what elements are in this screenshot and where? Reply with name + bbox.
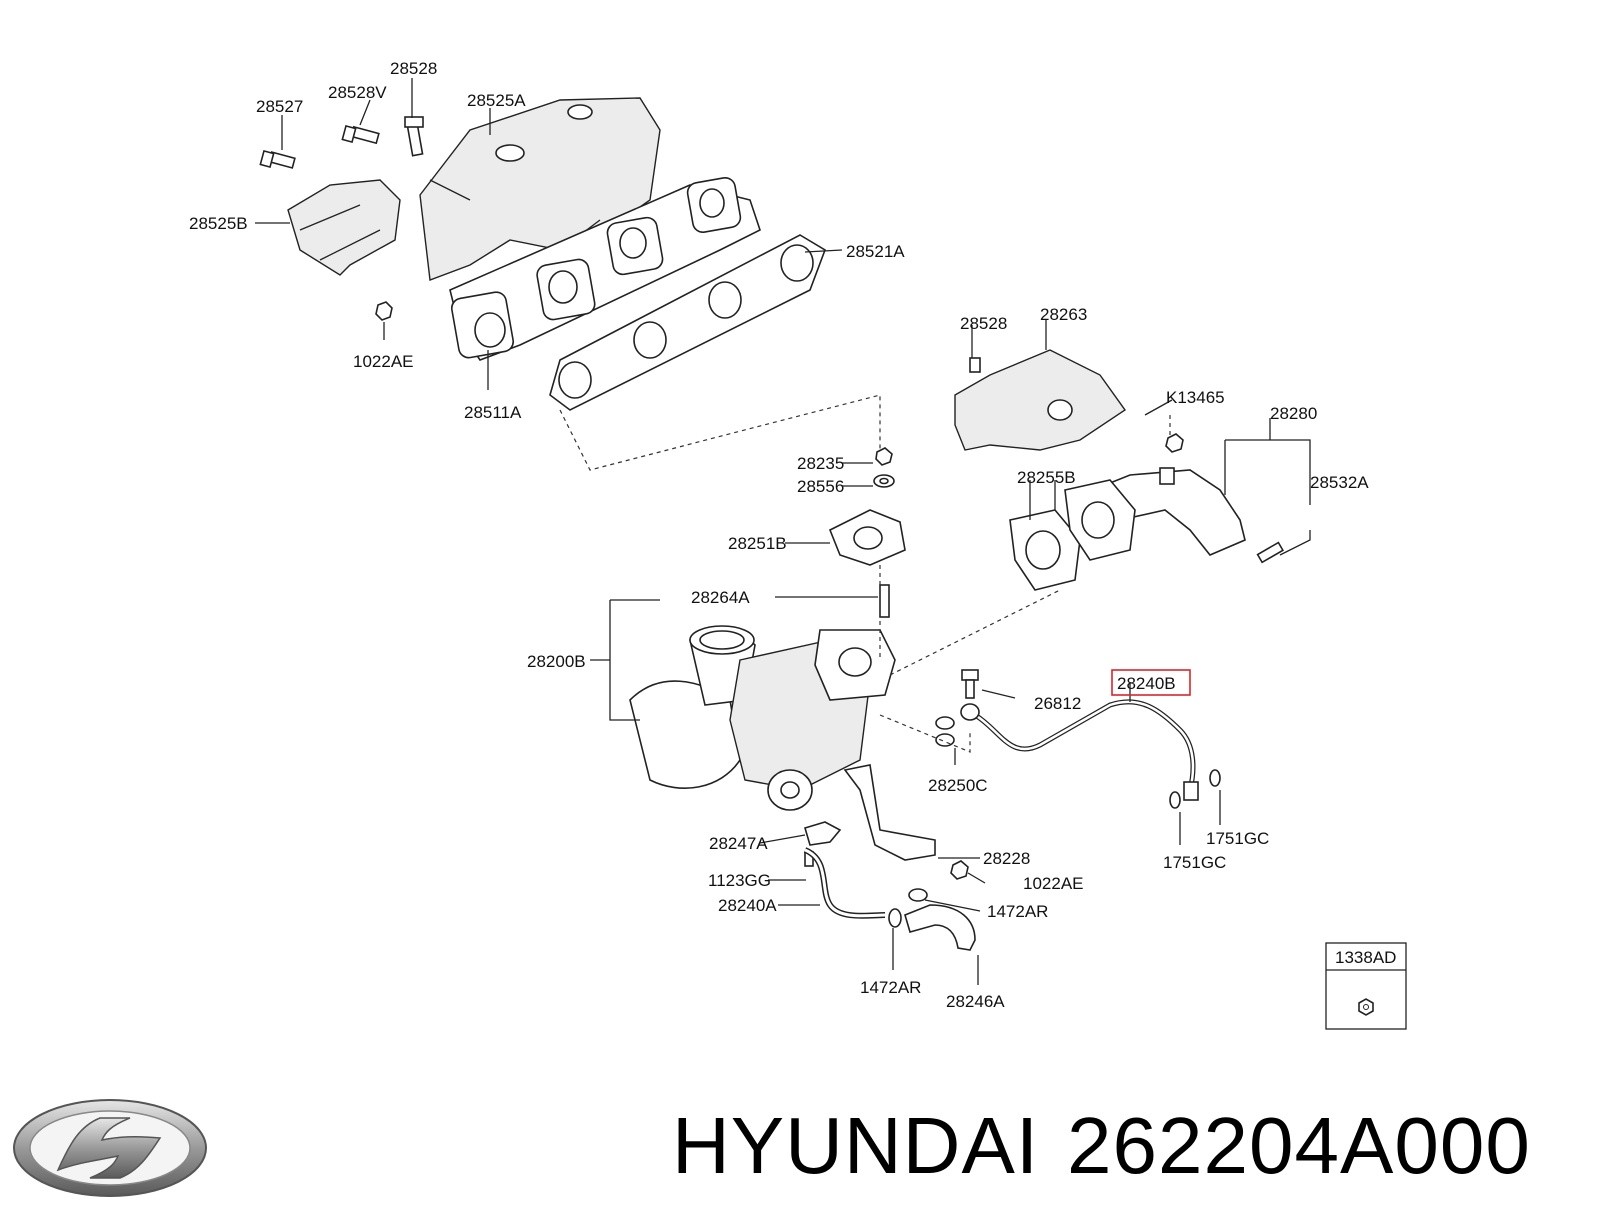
callout-28511A: 28511A xyxy=(464,403,522,422)
callout-28251B: 28251B xyxy=(728,534,787,553)
turbocharger-28200B xyxy=(629,625,896,811)
callout-28246A: 28246A xyxy=(946,992,1005,1011)
washer-28556 xyxy=(873,474,895,488)
washer-28250C xyxy=(935,716,955,747)
callout-28556: 28556 xyxy=(797,477,844,496)
hose-28246A xyxy=(904,904,976,951)
nut-1338AD-icon xyxy=(1358,998,1374,1016)
assembly-line-4 xyxy=(879,714,971,753)
bolt-28528V xyxy=(341,124,380,145)
callout-1751GC-b: 1751GC xyxy=(1163,853,1226,872)
callout-28240B: 28240B xyxy=(1117,674,1176,693)
callout-28528V: 28528V xyxy=(328,83,387,102)
callout-28228: 28228 xyxy=(983,849,1030,868)
hyundai-logo-icon xyxy=(13,1099,207,1197)
callout-28235: 28235 xyxy=(797,454,844,473)
exhaust-manifold-28511A xyxy=(449,176,761,361)
oil-return-pipe-28240A xyxy=(803,847,886,919)
callout-28263: 28263 xyxy=(1040,305,1087,324)
nut-1022AE-bottom xyxy=(950,860,969,880)
part-number: 262204A000 xyxy=(1067,1101,1531,1190)
callout-28280: 28280 xyxy=(1270,404,1317,423)
callout-28525A: 28525A xyxy=(467,91,526,110)
gasket-28247A xyxy=(804,821,842,846)
nut-28235 xyxy=(875,447,893,466)
callout-28528-mid: 28528 xyxy=(960,314,1007,333)
callout-1472AR-a: 1472AR xyxy=(987,902,1048,921)
callout-1123GG: 1123GG xyxy=(708,871,771,890)
callout-28521A: 28521A xyxy=(846,242,905,261)
gasket-28251B xyxy=(828,509,906,566)
callout-28200B: 28200B xyxy=(527,652,586,671)
callout-labels: 28528 28527 28528V 28525A 28525B 28521A … xyxy=(189,59,1369,1011)
callout-28264A: 28264A xyxy=(691,588,750,607)
callout-1472AR-b: 1472AR xyxy=(860,978,921,997)
gasket-28521A xyxy=(549,234,826,411)
washer-1751GC xyxy=(1169,769,1221,809)
callout-28250C: 28250C xyxy=(928,776,988,795)
callout-28527: 28527 xyxy=(256,97,303,116)
bolt-28528 xyxy=(404,116,424,157)
bracket-28228 xyxy=(843,764,936,861)
brand-name: HYUNDAI xyxy=(672,1101,1040,1190)
callout-1022AE-top: 1022AE xyxy=(353,352,414,371)
stud-28532A xyxy=(1256,541,1284,564)
callout-28240B-highlight xyxy=(1111,669,1191,696)
nut-K13465 xyxy=(1165,433,1184,453)
callout-1751GC-a: 1751GC xyxy=(1206,829,1269,848)
callout-1022AE-bottom: 1022AE xyxy=(1023,874,1084,893)
callout-28528-top: 28528 xyxy=(390,59,437,78)
assembly-line-3 xyxy=(889,589,1061,676)
heat-shield-28525B xyxy=(287,179,401,276)
nut-1022AE-top xyxy=(375,301,393,321)
gasket-28255B xyxy=(1009,479,1136,591)
clamp-1472AR xyxy=(888,888,928,928)
oil-feed-pipe-28240B xyxy=(960,699,1199,801)
assembly-line-1 xyxy=(559,394,881,471)
bolt-26812 xyxy=(961,669,979,699)
callout-K13465: K13465 xyxy=(1166,388,1225,407)
callout-28525B: 28525B xyxy=(189,214,248,233)
callout-1338AD: 1338AD xyxy=(1335,948,1396,967)
heat-shield-28263 xyxy=(954,349,1126,451)
brand-caption: HYUNDAI 262204A000 xyxy=(672,1100,1559,1192)
bolt-28527 xyxy=(259,149,296,169)
callout-28240A: 28240A xyxy=(718,896,777,915)
callout-26812: 26812 xyxy=(1034,694,1081,713)
callout-28247A: 28247A xyxy=(709,834,768,853)
callout-28532A: 28532A xyxy=(1310,473,1369,492)
stud-28264A xyxy=(879,584,890,618)
reference-box-1338AD: 1338AD xyxy=(1325,942,1407,1030)
callout-28255B: 28255B xyxy=(1017,468,1076,487)
leader-lines xyxy=(255,78,1311,985)
